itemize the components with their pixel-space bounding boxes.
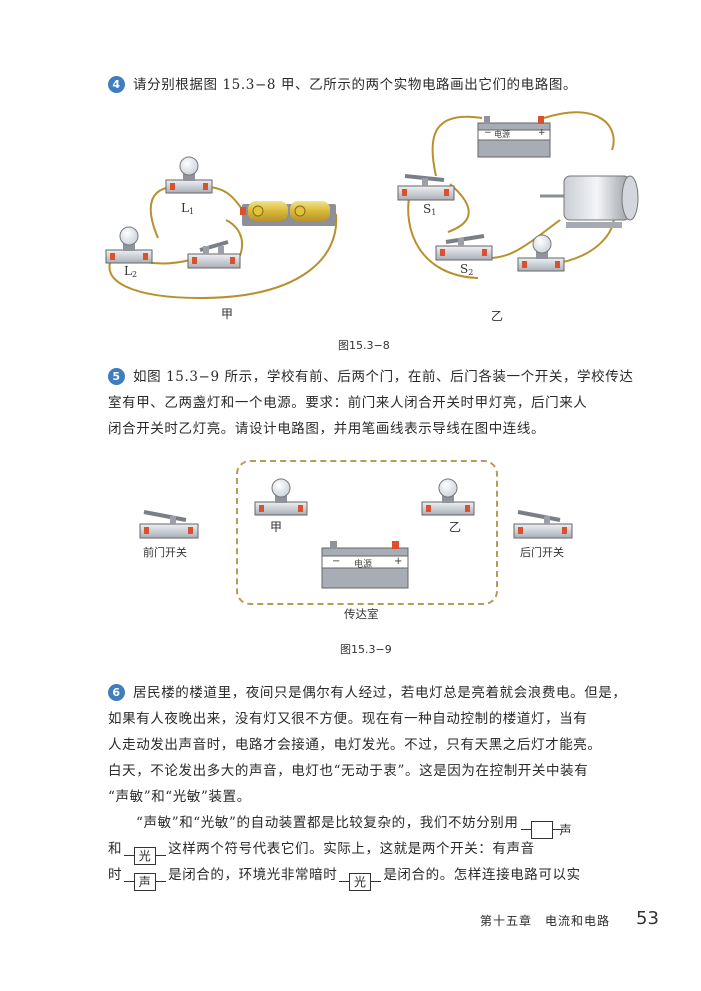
question-4: 4 请分别根据图 15.3−8 甲、乙所示的两个实物电路画出它们的电路图。: [108, 72, 678, 98]
label-s2: S2: [460, 262, 474, 277]
battery-minus-yi: −: [484, 128, 492, 138]
figure-caption-15-3-9: 图15.3−9: [340, 643, 392, 656]
question-number-badge: 6: [108, 684, 125, 701]
lamp-l2: [105, 226, 153, 264]
switch-s2: [435, 234, 493, 261]
q6-line-1: 居民楼的楼道里，夜间只是偶尔有人经过，若电灯总是亮着就会浪费电。但是，: [133, 685, 627, 701]
light-sensor-symbol-2: 光: [339, 872, 382, 891]
battery-plus-yi: +: [538, 128, 546, 138]
lamp-yi-room: [421, 478, 475, 516]
battery-box-yi: [477, 116, 551, 158]
label-l1: L1: [181, 201, 195, 216]
question-6: 6 居民楼的楼道里，夜间只是偶尔有人经过，若电灯总是亮着就会浪费电。但是， 如果有…: [108, 680, 678, 810]
lamp-jia-room: [254, 478, 308, 516]
battery-label-room: 电源: [354, 560, 373, 570]
back-door-switch: [513, 510, 573, 539]
q6-line-3: 人走动发出声音时，电路才会接通，电灯发光。不过，只有天黑之后灯才能亮。: [108, 737, 602, 753]
lamp-yi: [517, 234, 565, 272]
q6-line-5: “声敏”和“光敏”装置。: [108, 789, 251, 805]
battery-plus-room: +: [394, 556, 403, 567]
lamp-yi-label: 乙: [449, 520, 462, 534]
q6-p2-line-3-end: 是闭合的。怎样连接电路可以实: [383, 867, 581, 883]
q5-line-2: 室有甲、乙两盏灯和一个电源。要求：前门来人闭合开关时甲灯亮，后门来人: [108, 395, 588, 411]
label-jia: 甲: [221, 307, 234, 321]
q6-p2-line-3-mid: 是闭合的，环境光非常暗时: [168, 867, 338, 883]
lamp-l1: [165, 156, 213, 194]
label-yi: 乙: [491, 309, 504, 323]
battery-box-room: [321, 541, 409, 589]
reception-room-label: 传达室: [344, 607, 379, 621]
switch-s1: [397, 174, 455, 201]
question-number-badge: 5: [108, 368, 125, 385]
question-number-badge: 4: [108, 76, 125, 93]
chapter-footer: 第十五章 电流和电路: [480, 914, 611, 928]
figure-caption-15-3-8: 图15.3−8: [338, 339, 390, 352]
motor: [540, 175, 639, 228]
back-door-switch-label: 后门开关: [520, 546, 564, 559]
page-number: 53: [636, 908, 659, 929]
q5-line-3: 闭合开关时乙灯亮。请设计电路图，并用笔画线表示导线在图中连线。: [108, 421, 546, 437]
q6-paragraph-2-line-2: 和光这样两个符号代表它们。实际上，这就是两个开关：有声音: [108, 836, 668, 865]
q6-paragraph-2-line-3: 时声是闭合的，环境光非常暗时光是闭合的。怎样连接电路可以实: [108, 862, 668, 891]
q6-p2-line-1: “声敏”和“光敏”的自动装置都是比较复杂的，我们不妨分别用: [136, 815, 519, 831]
reception-room-box: [236, 460, 498, 605]
q6-line-4: 白天，不论发出多大的声音，电灯也“无动于衷”。这是因为在控制开关中装有: [108, 763, 589, 779]
switch-jia: [187, 240, 241, 269]
question-5: 5 如图 15.3−9 所示，学校有前、后两个门，在前、后门各装一个开关，学校传达…: [108, 364, 678, 442]
q6-paragraph-2: “声敏”和“光敏”的自动装置都是比较复杂的，我们不妨分别用声: [108, 810, 668, 839]
label-s1: S1: [423, 202, 437, 217]
front-door-switch: [139, 510, 199, 539]
q5-line-1: 如图 15.3−9 所示，学校有前、后两个门，在前、后门各装一个开关，学校传达: [133, 369, 634, 385]
front-door-switch-label: 前门开关: [143, 546, 187, 559]
q6-p2-and: 和: [108, 841, 123, 857]
sound-sensor-symbol-2: 声: [124, 872, 167, 891]
figure-15-3-8: [105, 111, 639, 300]
battery-pack-jia: [240, 201, 336, 226]
battery-label-yi: 电源: [494, 130, 510, 139]
light-sensor-symbol: 光: [124, 846, 167, 865]
q6-p2-line-2: 这样两个符号代表它们。实际上，这就是两个开关：有声音: [168, 841, 535, 857]
question-text: 请分别根据图 15.3−8 甲、乙所示的两个实物电路画出它们的电路图。: [133, 77, 578, 93]
lamp-jia-label: 甲: [270, 520, 283, 534]
sound-sensor-symbol: 声: [520, 820, 572, 839]
q6-p2-when: 时: [108, 867, 123, 883]
figure-15-3-9: [139, 478, 573, 589]
q6-line-2: 如果有人夜晚出来，没有灯又很不方便。现在有一种自动控制的楼道灯，当有: [108, 711, 588, 727]
battery-minus-room: −: [332, 556, 341, 567]
label-l2: L2: [124, 264, 138, 279]
